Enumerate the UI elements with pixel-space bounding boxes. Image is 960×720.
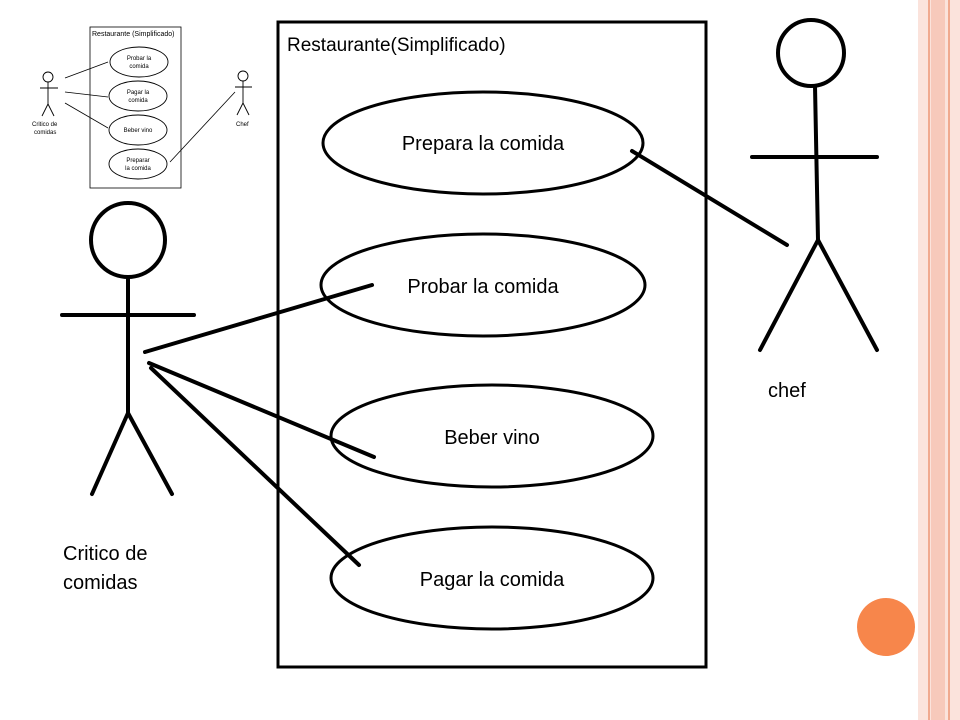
actor-critic-leg-left (90, 411, 130, 496)
usecase-prepare-label: Prepara la comida (402, 133, 565, 155)
thumbnail-usecase-prepare-label-2: la comida (125, 166, 151, 172)
actor-critic-label-2: comidas (63, 572, 137, 594)
usecase-wine-label: Beber vino (444, 427, 540, 449)
usecase-pay (329, 525, 655, 631)
thumbnail-assoc-chef-prepare (169, 91, 236, 163)
deco-stripe-mid (931, 0, 945, 720)
actor-critic-head (89, 201, 167, 279)
thumbnail-diagram: Restaurante (Simplificado) Probar la com… (32, 26, 252, 189)
thumbnail-assoc-critic-pay (64, 91, 109, 98)
thumbnail-assoc-critic-taste (64, 61, 109, 79)
actor-chef-leg-right (816, 238, 879, 352)
assoc-critic-taste (143, 283, 374, 354)
actor-chef-body (813, 84, 820, 242)
deco-stripe-line-2 (948, 0, 950, 720)
thumbnail-actor-chef (235, 70, 252, 116)
usecase-wine (329, 383, 655, 489)
thumbnail-usecase-taste (109, 46, 169, 78)
thumbnail-usecase-prepare (108, 148, 168, 180)
actor-chef-head (776, 18, 846, 88)
actor-chef-label: chef (768, 380, 806, 402)
assoc-critic-wine (147, 361, 376, 459)
actor-chef-leg-left (758, 238, 820, 352)
thumbnail-usecase-wine (108, 114, 168, 146)
thumbnail-actor-critic-label-2: comidas (34, 130, 56, 136)
system-title: Restaurante(Simplificado) (287, 35, 506, 56)
thumbnail-usecase-wine-label: Beber vino (124, 128, 153, 134)
thumbnail-usecase-taste-label-2: comida (129, 64, 149, 70)
actor-critic-label: Critico de (63, 543, 147, 565)
usecase-taste-label: Probar la comida (407, 276, 559, 298)
thumbnail-usecase-taste-label: Probar la (127, 56, 152, 62)
usecase-pay-label: Pagar la comida (420, 569, 565, 591)
assoc-chef-prepare (630, 149, 789, 247)
actor-critic-leg-right (126, 411, 174, 496)
assoc-critic-pay (149, 366, 361, 567)
usecase-taste (319, 232, 647, 338)
thumbnail-system-title: Restaurante (Simplificado) (92, 31, 174, 38)
thumbnail-actor-critic-label: Critico de (32, 122, 58, 128)
thumbnail-usecase-pay (108, 80, 168, 112)
thumbnail-usecase-pay-label-2: comida (128, 98, 148, 104)
usecase-prepare (321, 90, 645, 196)
actor-chef (750, 18, 879, 352)
system-boundary (276, 20, 708, 669)
thumbnail-assoc-critic-wine (64, 102, 109, 129)
thumbnail-actor-chef-label: Chef (236, 122, 249, 128)
actor-critic (60, 201, 196, 496)
thumbnail-usecase-pay-label: Pagar la (127, 90, 150, 96)
accent-circle (857, 598, 915, 656)
thumbnail-usecase-prepare-label: Preparar (126, 158, 149, 164)
deco-stripe-line (928, 0, 930, 720)
thumbnail-actor-critic (40, 71, 58, 117)
